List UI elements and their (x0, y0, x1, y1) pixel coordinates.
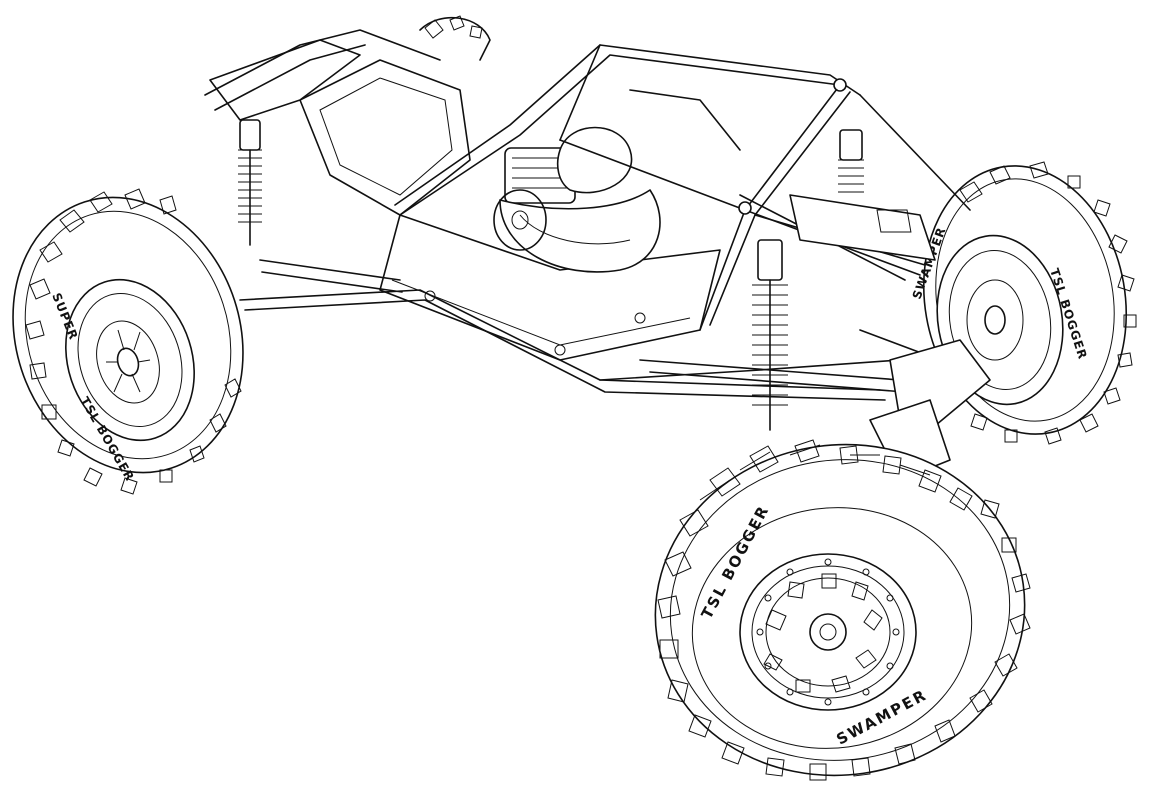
rear-left-tire (12, 188, 244, 495)
chassis (204, 29, 971, 401)
shocks (238, 119, 864, 431)
front-right-tire: TSL BOGGER SWAMPER (654, 439, 1031, 781)
far-tire (419, 15, 491, 61)
